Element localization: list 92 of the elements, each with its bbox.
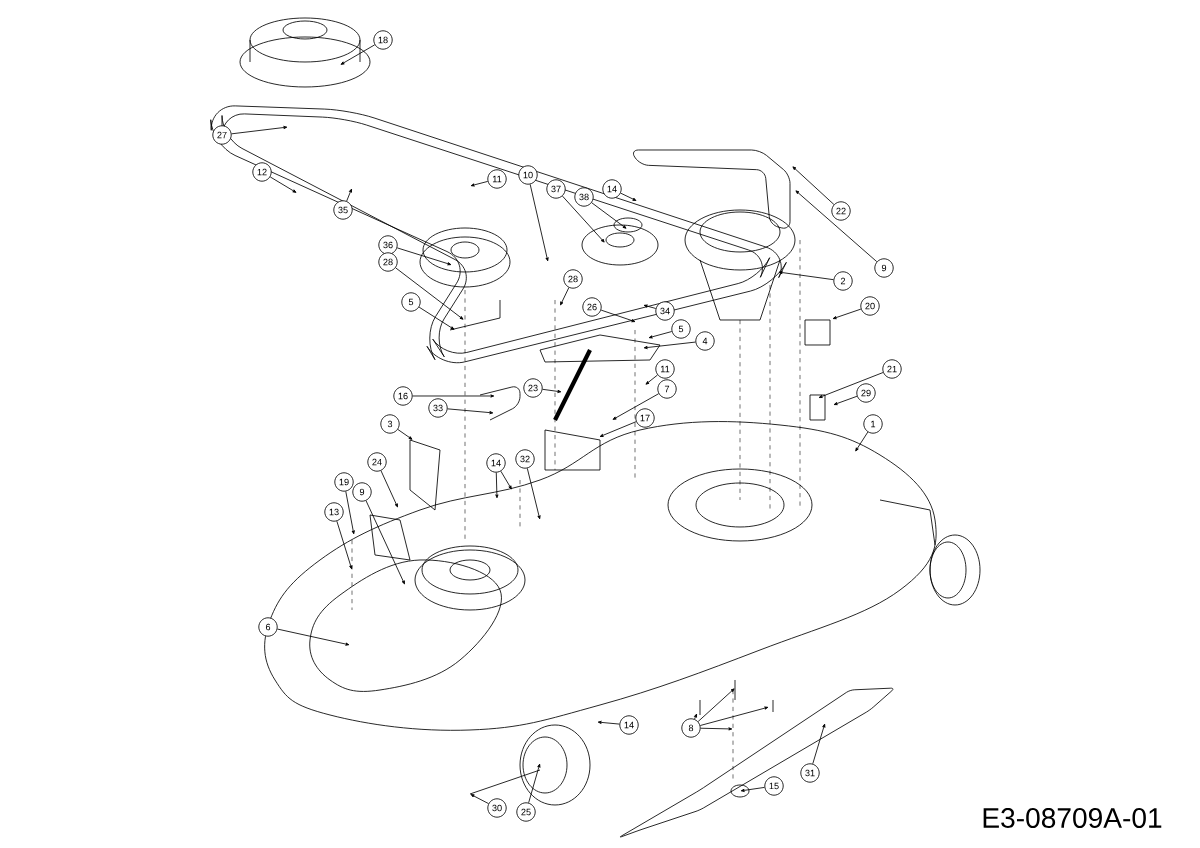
callout-number: 12 — [252, 162, 272, 182]
leader-line — [812, 723, 826, 765]
leader-line — [340, 44, 376, 65]
callout-number: 14 — [619, 715, 639, 735]
leader-line — [542, 388, 562, 393]
leader-line — [818, 372, 884, 398]
callout-number: 38 — [574, 187, 594, 207]
callout-number: 13 — [324, 502, 344, 522]
callout-number: 32 — [515, 449, 535, 469]
callout-number: 6 — [258, 617, 278, 637]
leader-line — [740, 786, 765, 792]
leader-line — [620, 192, 637, 201]
callout-number: 14 — [486, 453, 506, 473]
leader-line — [470, 181, 489, 187]
leader-line — [336, 520, 353, 570]
callout-number: 11 — [487, 169, 507, 189]
leader-line — [648, 331, 673, 339]
callout-number: 19 — [334, 472, 354, 492]
leader-line — [395, 267, 464, 320]
callout-number: 26 — [582, 297, 602, 317]
callout-number: 37 — [546, 179, 566, 199]
callout-number: 16 — [393, 386, 413, 406]
callout-number: 1 — [863, 414, 883, 434]
leader-line — [277, 628, 350, 646]
leader-line — [597, 720, 620, 725]
leader-line — [526, 467, 541, 520]
leader-line — [832, 308, 862, 320]
callout-number: 23 — [523, 378, 543, 398]
leader-line — [529, 183, 549, 262]
callout-number: 14 — [602, 179, 622, 199]
leader-line — [643, 304, 657, 309]
leader-line — [562, 195, 605, 243]
leader-line — [495, 472, 499, 499]
callout-number: 8 — [681, 718, 701, 738]
leader-line — [397, 429, 413, 440]
leader-line — [412, 394, 495, 398]
callout-number: 29 — [856, 383, 876, 403]
callout-number: 28 — [378, 252, 398, 272]
callout-number: 15 — [764, 776, 784, 796]
leader-line — [470, 794, 489, 804]
leader-line — [365, 500, 405, 585]
callout-number: 5 — [671, 319, 691, 339]
leader-line — [833, 395, 858, 406]
callout-number: 21 — [882, 359, 902, 379]
callout-number: 35 — [333, 200, 353, 220]
leader-line — [795, 190, 878, 263]
callout-number: 28 — [563, 269, 583, 289]
leader-line — [600, 309, 636, 323]
callout-number: 18 — [373, 30, 393, 50]
leader-line — [855, 431, 869, 452]
leader-line — [599, 421, 637, 437]
callout-number: 9 — [874, 258, 894, 278]
callout-number: 27 — [212, 125, 232, 145]
callout-number: 9 — [352, 482, 372, 502]
callout-number: 31 — [800, 763, 820, 783]
leader-line — [643, 341, 696, 350]
leader-line — [693, 713, 697, 720]
leader-line — [778, 271, 834, 281]
callout-number: 4 — [695, 331, 715, 351]
leader-line — [699, 706, 769, 726]
leader-line — [697, 688, 735, 722]
leader-line — [591, 202, 627, 229]
callout-number: 24 — [367, 452, 387, 472]
drawing-number: E3-08709A-01 — [983, 808, 1162, 828]
callout-number: 5 — [401, 292, 421, 312]
callout-number: 17 — [635, 408, 655, 428]
leader-line — [560, 287, 570, 306]
leader-line — [612, 393, 660, 420]
callout-number: 30 — [487, 798, 507, 818]
leader-line — [380, 470, 398, 508]
callout-number: 33 — [428, 398, 448, 418]
leader-line — [500, 470, 512, 490]
leader-line — [346, 188, 352, 202]
leader-line — [447, 408, 494, 415]
callout-number: 3 — [380, 414, 400, 434]
leader-line — [396, 247, 452, 266]
leader-line — [645, 374, 658, 385]
callout-number: 2 — [833, 271, 853, 291]
callout-number: 22 — [831, 201, 851, 221]
callout-number: 10 — [518, 165, 538, 185]
leader-line — [792, 166, 835, 205]
leader-line — [418, 306, 455, 330]
callout-number: 11 — [655, 359, 675, 379]
callout-number: 20 — [860, 296, 880, 316]
callout-number: 34 — [655, 301, 675, 321]
leader-line — [345, 491, 355, 535]
leader-line — [700, 727, 733, 731]
callout-number: 36 — [378, 235, 398, 255]
leader-line — [269, 176, 297, 193]
callout-number: 7 — [657, 379, 677, 399]
callout-number: 25 — [516, 802, 536, 822]
leader-line — [231, 125, 288, 135]
